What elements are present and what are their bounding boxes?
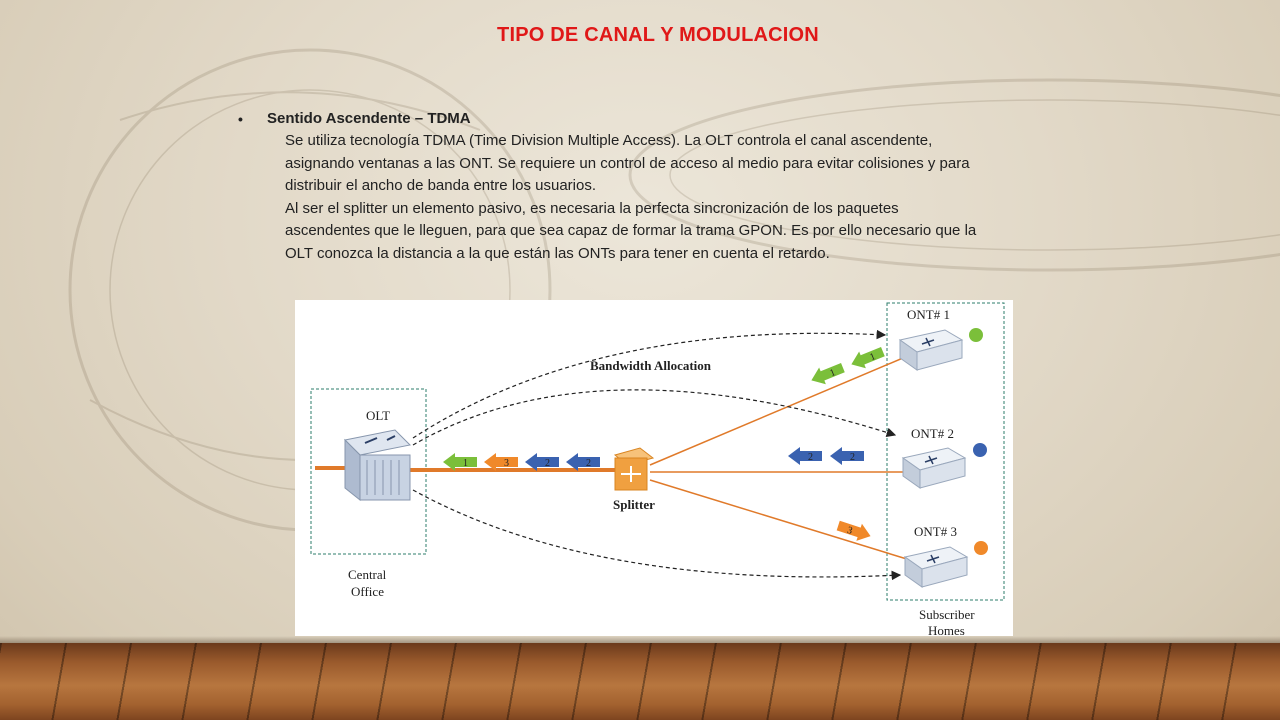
ont1-device-icon bbox=[898, 329, 964, 371]
ont1-status-dot bbox=[969, 328, 983, 342]
ont2-packet-1: 2 bbox=[788, 447, 822, 465]
dashed-arrow-ont1 bbox=[412, 329, 887, 439]
gpon-diagram: 1 3 2 2 1 1 2 2 bbox=[295, 300, 1013, 636]
dashed-arrow-ont2 bbox=[412, 389, 897, 446]
ont3-label: ONT# 3 bbox=[914, 524, 957, 539]
ont2-packet-2-label: 2 bbox=[850, 452, 855, 463]
trunk-packet-3-label: 2 bbox=[545, 458, 550, 469]
olt-label: OLT bbox=[366, 408, 390, 423]
slide-title: TIPO DE CANAL Y MODULACION bbox=[497, 24, 819, 46]
ont2-label: ONT# 2 bbox=[911, 426, 954, 441]
ont3-packet-1-label: 3 bbox=[846, 525, 854, 537]
ont3-status-dot bbox=[974, 541, 988, 555]
subscriber-homes-box bbox=[886, 302, 1005, 601]
ont1-label: ONT# 1 bbox=[907, 307, 950, 322]
fiber-to-ont1 bbox=[649, 354, 911, 466]
wooden-floor bbox=[0, 643, 1280, 720]
ont2-status-dot bbox=[973, 443, 987, 457]
ont3-packet-1: 3 bbox=[836, 520, 871, 541]
trunk-packet-4: 2 bbox=[566, 453, 600, 471]
ont2-device-icon bbox=[901, 447, 967, 489]
trunk-packet-1: 1 bbox=[443, 453, 477, 471]
fiber-to-ont3 bbox=[649, 479, 911, 561]
trunk-packet-4-label: 2 bbox=[586, 458, 591, 469]
central-office-label-line1: Central bbox=[348, 567, 387, 582]
trunk-packet-2-label: 3 bbox=[504, 458, 509, 469]
splitter-label: Splitter bbox=[613, 497, 655, 512]
central-office-label-line2: Office bbox=[351, 584, 384, 599]
trunk-packet-1-label: 1 bbox=[463, 458, 468, 469]
trunk-packet-2: 3 bbox=[484, 453, 518, 471]
bullet-paragraph: Se utiliza tecnología TDMA (Time Divisio… bbox=[285, 132, 977, 262]
ont1-packet-2-label: 1 bbox=[868, 351, 877, 363]
bandwidth-allocation-label: Bandwidth Allocation bbox=[590, 358, 712, 373]
olt-device-icon bbox=[343, 429, 412, 502]
splitter-icon bbox=[613, 447, 655, 491]
ont2-packet-1-label: 2 bbox=[808, 452, 813, 463]
ont1-packet-1-label: 1 bbox=[828, 367, 837, 379]
ont1-packet-2: 1 bbox=[851, 346, 885, 369]
subscriber-homes-label-line1: Subscriber bbox=[919, 607, 975, 622]
gpon-diagram-svg: 1 3 2 2 1 1 2 2 bbox=[310, 302, 1005, 636]
floor-shadow bbox=[0, 636, 1280, 646]
ont2-packet-2: 2 bbox=[830, 447, 864, 465]
bullet-heading: Sentido Ascendente – TDMA bbox=[267, 110, 471, 127]
ont3-device-icon bbox=[903, 546, 969, 588]
trunk-packet-3: 2 bbox=[525, 453, 559, 471]
ont1-packet-1: 1 bbox=[811, 362, 845, 385]
bullet-dot-icon: • bbox=[238, 111, 243, 127]
dashed-arrow-ont3 bbox=[412, 489, 902, 581]
bullet-section: • Sentido Ascendente – TDMA Se utiliza t… bbox=[238, 108, 1038, 265]
subscriber-homes-label-line2: Homes bbox=[928, 623, 965, 636]
bullet-heading-row: • Sentido Ascendente – TDMA bbox=[238, 108, 1038, 130]
